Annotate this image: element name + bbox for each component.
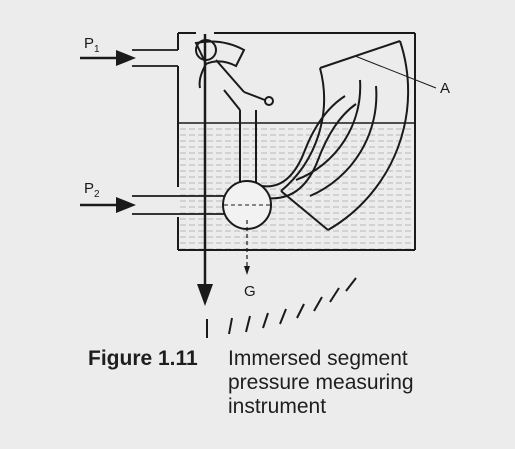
fluid-region	[178, 123, 415, 250]
label-a: A	[440, 80, 450, 97]
label-p2: P	[84, 180, 94, 197]
arrow-p1	[80, 50, 136, 66]
figure-caption-text: Immersed segment pressure measuring inst…	[228, 347, 414, 418]
gravity-arrow	[244, 220, 250, 275]
inlet-pipe-p1	[132, 49, 178, 67]
container-box	[177, 32, 416, 251]
scale-ticks	[206, 277, 357, 338]
pointer-needle	[195, 34, 217, 306]
label-g: G	[244, 283, 256, 300]
inlet-pipe-p2	[132, 195, 228, 215]
connecting-tube	[261, 95, 357, 200]
arrow-p2	[80, 197, 136, 213]
segment-ring	[280, 40, 410, 231]
figure-number: Figure 1.11	[88, 347, 198, 370]
figure-caption: Figure 1.11 Immersed segment pressure me…	[88, 347, 508, 447]
label-p2-subscript: 2	[94, 189, 100, 200]
leader-a	[354, 55, 437, 89]
label-p1: P	[84, 35, 94, 52]
vertical-stem	[239, 110, 257, 183]
pivot-mechanism	[194, 40, 274, 111]
label-p1-subscript: 1	[94, 44, 100, 55]
